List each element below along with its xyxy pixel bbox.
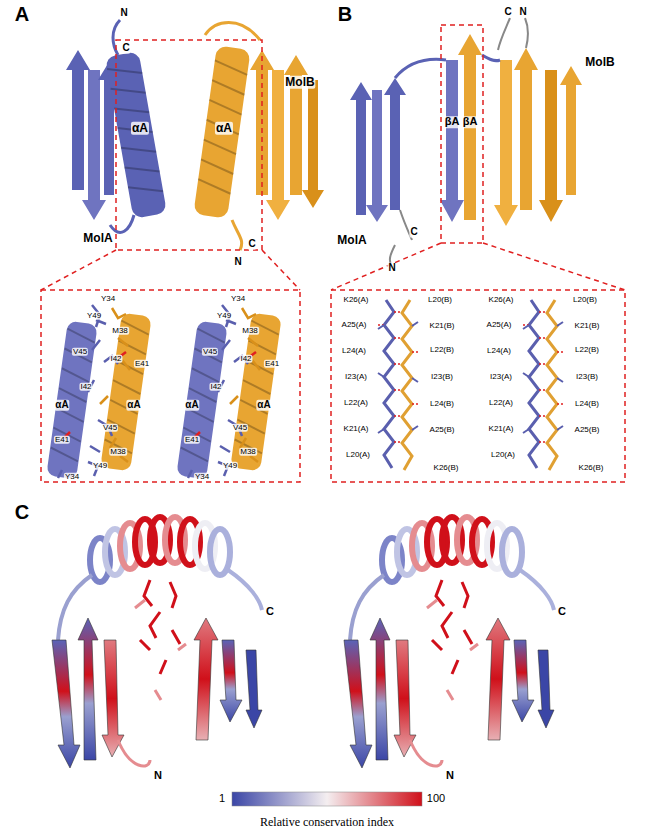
panel-letter: A	[14, 4, 30, 25]
residue-label: Y34	[64, 473, 80, 481]
residue-label: Y34	[194, 473, 210, 481]
strand-label: βA	[444, 116, 461, 128]
residue-label: L20(B)	[427, 296, 453, 304]
residue-label: Y49	[216, 312, 232, 320]
terminus-label: C	[247, 239, 256, 250]
terminus-label: C	[409, 227, 418, 238]
panel-letter: B	[337, 4, 353, 25]
terminus-label: N	[518, 7, 527, 18]
strand-label: βA	[462, 116, 479, 128]
residue-label: I42	[79, 383, 92, 391]
residue-label: M38	[239, 448, 257, 456]
residue-label: L24(A)	[486, 347, 512, 355]
residue-label: L20(A)	[490, 451, 516, 459]
terminus-label: C	[557, 606, 567, 618]
residue-label: V45	[102, 424, 118, 432]
residue-label: Y49	[222, 462, 238, 470]
residue-label: I23(B)	[430, 373, 454, 381]
residue-label: K21(B)	[574, 322, 601, 330]
residue-label: Y34	[100, 295, 116, 303]
residue-label: L22(B)	[429, 346, 455, 354]
residue-label: I42	[209, 383, 222, 391]
residue-label: V45	[202, 348, 218, 356]
residue-label: E41	[134, 360, 150, 368]
residue-label: M38	[111, 327, 129, 335]
molecule-label: MolB	[284, 76, 315, 89]
residue-label: L22(A)	[343, 399, 369, 407]
terminus-label: C	[265, 606, 275, 618]
residue-label: A25(A)	[486, 321, 513, 329]
residue-label: E41	[54, 436, 70, 444]
residue-label: I42	[109, 355, 122, 363]
terminus-label: N	[119, 8, 128, 19]
residue-label: E41	[184, 436, 200, 444]
residue-label: L22(A)	[488, 399, 514, 407]
residue-label: I23(A)	[344, 373, 368, 381]
residue-label: Y49	[92, 462, 108, 470]
residue-label: A25(A)	[341, 321, 368, 329]
residue-label: Y34	[230, 295, 246, 303]
residue-label: I23(B)	[575, 373, 599, 381]
molecule-label: MolA	[336, 234, 367, 247]
residue-label: E41	[264, 360, 280, 368]
residue-label: A25(B)	[429, 426, 456, 434]
residue-label: K26(B)	[433, 464, 460, 472]
residue-label: I23(A)	[489, 373, 513, 381]
molecule-label: MolA	[82, 232, 113, 245]
residue-label: V45	[72, 348, 88, 356]
terminus-label: C	[121, 43, 130, 54]
panel-letter: C	[14, 502, 30, 523]
scale-max: 100	[426, 793, 446, 805]
terminus-label: C	[503, 7, 512, 18]
helix-label: αA	[131, 122, 149, 135]
molecule-label: MolB	[584, 56, 615, 69]
residue-label: L24(B)	[574, 400, 600, 408]
residue-label: L20(B)	[572, 296, 598, 304]
terminus-label: N	[233, 257, 242, 268]
residue-label: A25(B)	[574, 426, 601, 434]
helix-label: αA	[215, 122, 233, 135]
residue-label: K21(A)	[343, 425, 370, 433]
helix-label: αA	[256, 400, 271, 411]
helix-label: αA	[126, 400, 141, 411]
helix-label: αA	[54, 400, 69, 411]
residue-label: K21(A)	[488, 425, 515, 433]
residue-label: I42	[239, 355, 252, 363]
residue-label: K21(B)	[429, 322, 456, 330]
scale-title: Relative conservation index	[259, 816, 395, 829]
residue-label: L20(A)	[345, 451, 371, 459]
helix-label: αA	[184, 400, 199, 411]
residue-label: K26(A)	[488, 296, 515, 304]
residue-label: K26(A)	[343, 296, 370, 304]
residue-label: Y49	[86, 312, 102, 320]
residue-label: L24(A)	[341, 347, 367, 355]
residue-label: K26(B)	[578, 464, 605, 472]
residue-label: M38	[109, 448, 127, 456]
residue-label: V45	[232, 424, 248, 432]
scale-min: 1	[218, 793, 226, 805]
residue-label: M38	[241, 327, 259, 335]
residue-label: L22(B)	[574, 346, 600, 354]
terminus-label: N	[387, 263, 396, 274]
terminus-label: N	[153, 770, 163, 782]
terminus-label: N	[445, 770, 455, 782]
residue-label: L24(B)	[429, 400, 455, 408]
